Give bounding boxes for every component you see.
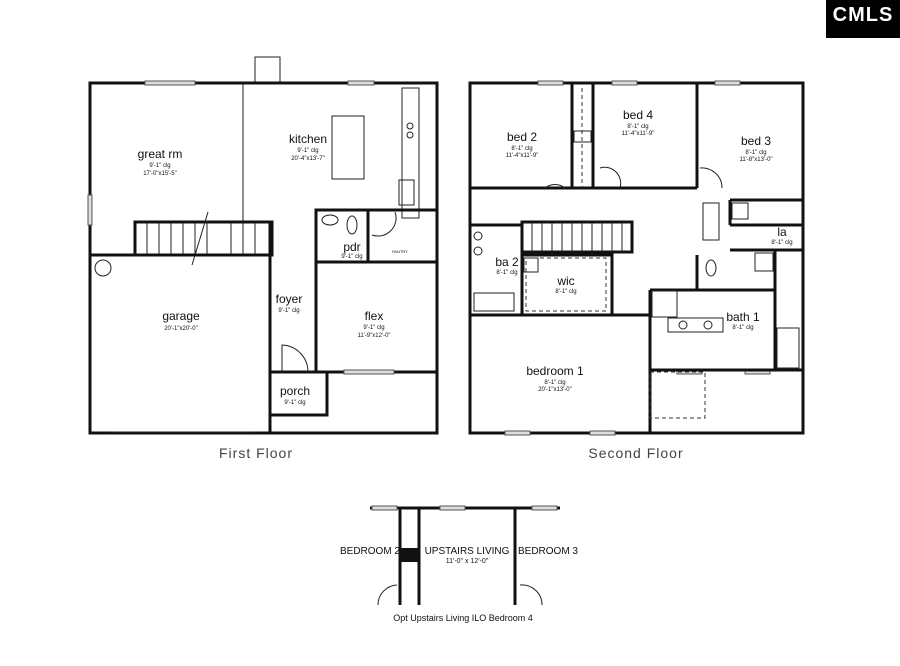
window <box>347 80 375 86</box>
room-ceiling: 8'-1" clg <box>511 146 532 152</box>
room-label-garage: garage <box>162 309 200 323</box>
room-size: 11'-4"x11'-9" <box>622 131 655 137</box>
window <box>343 369 395 375</box>
room-label-porch: porch <box>280 384 310 398</box>
kitchen-counter <box>401 87 420 219</box>
room-label-pdr: pdr <box>343 240 360 254</box>
shower <box>651 290 678 318</box>
room-label-pantry: PANTRY <box>392 249 408 254</box>
room-label-bed-3: bed 3 <box>741 134 771 148</box>
staircase <box>520 220 634 254</box>
water-heater <box>94 259 112 277</box>
cmls-logo: CMLS <box>826 0 900 38</box>
room-size: 11'-8"x13'-0" <box>739 157 772 163</box>
window <box>537 80 564 86</box>
room-ceiling: 9'-1" clg <box>363 325 384 331</box>
window <box>611 80 638 86</box>
window <box>144 80 196 86</box>
room-ceiling: 9'-1" clg <box>278 308 299 314</box>
option-caption: Opt Upstairs Living ILO Bedroom 4 <box>393 613 533 623</box>
optional-extension <box>649 371 706 419</box>
room-label-kitchen: kitchen <box>289 132 327 146</box>
room-ceiling: 8'-1" clg <box>496 270 517 276</box>
second-floor-caption: Second Floor <box>588 445 683 461</box>
room-label-foyer: foyer <box>276 292 303 306</box>
front-door <box>281 344 309 373</box>
window <box>589 430 616 436</box>
room-label-ba-2: ba 2 <box>495 255 519 269</box>
option-label-upstairs-living: UPSTAIRS LIVING <box>425 546 510 557</box>
option-upstairs-living-size: 11'-0" x 12'-0" <box>446 558 489 565</box>
window <box>87 194 93 226</box>
second-floor-plan: bed 2 8'-1" clg 11'-4"x11'-9" bed 4 8'-1… <box>468 80 805 461</box>
room-ceiling: 8'-1" clg <box>771 240 792 246</box>
first-floor-plan: great rm 9'-1" clg 17'-0"x15'-5" kitchen… <box>87 56 439 461</box>
room-ceiling: 9'-1" clg <box>149 163 170 169</box>
window <box>504 430 531 436</box>
washer <box>754 252 774 272</box>
room-size: 20'-4"x13'-7" <box>291 156 325 162</box>
room-ceiling: 8'-1" clg <box>544 380 565 386</box>
room-label-bedroom-1: bedroom 1 <box>526 364 584 378</box>
room-ceiling: 8'-1" clg <box>555 289 576 295</box>
chimney <box>254 56 281 84</box>
room-label-bed-4: bed 4 <box>623 108 653 122</box>
room-ceiling: 9'-1" clg <box>341 254 362 260</box>
option-label-bedroom-2: BEDROOM 2 <box>340 546 400 557</box>
linen-closet <box>702 202 720 241</box>
room-ceiling: 9'-1" clg <box>297 148 318 154</box>
option-plan: BEDROOM 2 UPSTAIRS LIVING 11'-0" x 12'-0… <box>340 505 578 623</box>
room-label-bath-1: bath 1 <box>726 310 760 324</box>
room-ceiling: 8'-1" clg <box>732 325 753 331</box>
room-ceiling: 9'-1" clg <box>284 400 305 406</box>
room-size: 17'-0"x15'-5" <box>143 171 177 177</box>
room-size: 20'-1"x13'-0" <box>538 387 572 393</box>
room-ceiling: 8'-1" clg <box>627 124 648 130</box>
vanity <box>667 317 724 333</box>
room-size: 11'-4"x11'-9" <box>506 153 539 159</box>
window <box>714 80 741 86</box>
room-label-great-rm: great rm <box>138 147 183 161</box>
first-floor-caption: First Floor <box>219 445 293 461</box>
first-floor-outer-wall <box>88 81 439 435</box>
refrigerator <box>398 179 415 206</box>
room-label-bed-2: bed 2 <box>507 130 537 144</box>
room-label-flex: flex <box>365 309 384 323</box>
room-size: 20'-1"x20'-0" <box>164 326 198 332</box>
room-label-la: la <box>777 225 787 239</box>
kitchen-island <box>331 115 365 180</box>
porch-walls <box>268 370 329 417</box>
option-label-bedroom-3: BEDROOM 3 <box>518 546 578 557</box>
room-size: 11'-9"x12'-0" <box>357 333 390 339</box>
bathtub <box>473 292 515 312</box>
room-ceiling: 8'-1" clg <box>745 150 766 156</box>
room-label-wic: wic <box>556 274 574 288</box>
